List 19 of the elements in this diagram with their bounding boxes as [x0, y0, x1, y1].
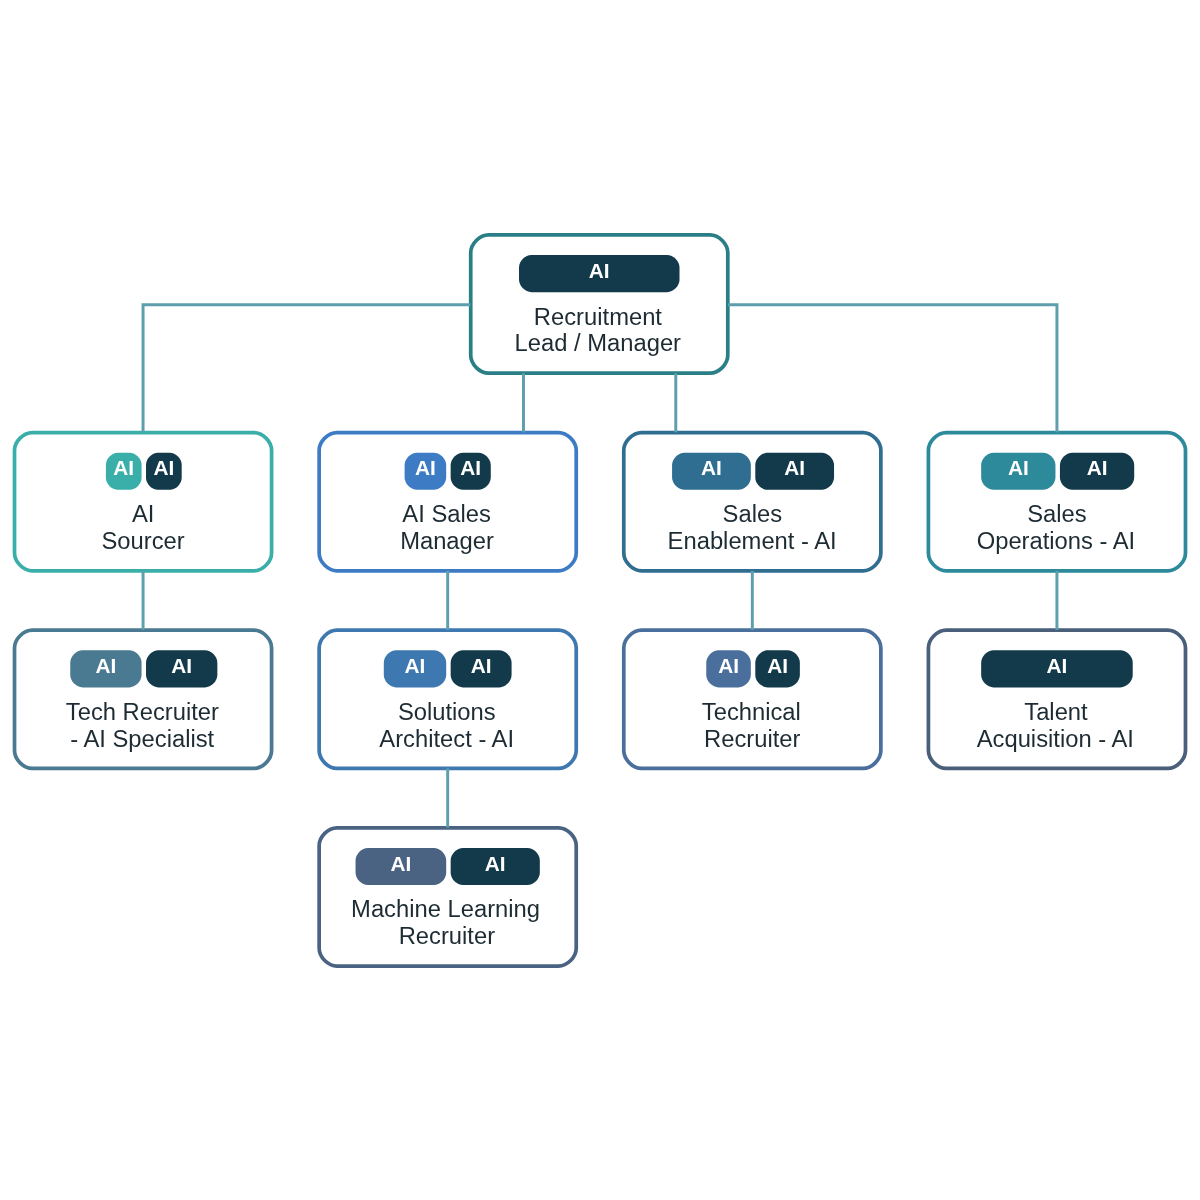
connector — [1055, 570, 1059, 630]
connector — [750, 570, 754, 630]
connector — [727, 302, 1059, 432]
node-box: AI Recruitment Lead / Manager — [468, 232, 730, 375]
node-box: AI Talent Acquisition - AI — [926, 627, 1188, 770]
connector — [141, 570, 145, 630]
node-box: AI AI Machine Learning Recruiter — [317, 825, 579, 968]
connector — [446, 570, 450, 630]
node-box: AI AI Sales Enablement - AI — [621, 430, 883, 573]
connector — [674, 372, 678, 432]
node-box: AI AI AI Sourcer — [12, 430, 274, 573]
node-box: AI AI Solutions Architect - AI — [317, 627, 579, 770]
node-box: AI AI Sales Operations - AI — [926, 430, 1188, 573]
connector — [141, 302, 471, 432]
connector — [522, 372, 525, 432]
node-box: AI AI Tech Recruiter - AI Specialist — [12, 627, 274, 770]
connector — [446, 767, 450, 828]
node-box: AI AI Technical Recruiter — [621, 627, 883, 770]
node-box: AI AI AI Sales Manager — [317, 430, 579, 573]
